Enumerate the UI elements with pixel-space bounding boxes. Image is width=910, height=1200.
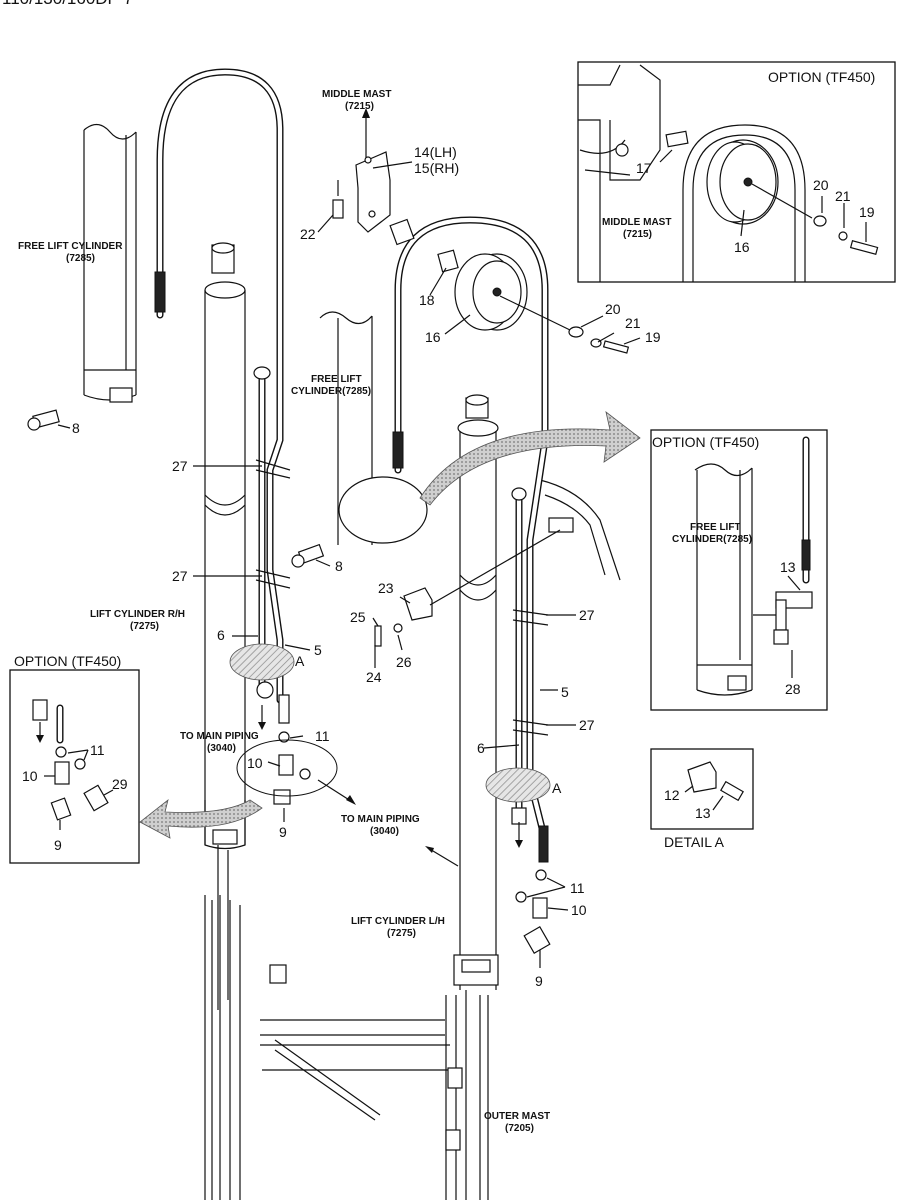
option-left-part-29: 29 <box>112 776 128 792</box>
option-box-top-right <box>577 61 896 283</box>
detail-a-part-13: 13 <box>695 805 711 821</box>
detail-a-caption: DETAIL A <box>664 834 725 850</box>
option-top-right-middle-mast-code: (7215) <box>623 229 652 240</box>
callout-6-right: 6 <box>477 740 485 756</box>
callout-27-b: 27 <box>172 568 188 584</box>
option-left-part-10: 10 <box>22 768 38 784</box>
option-top-right-part-21: 21 <box>835 188 851 204</box>
label-outer-mast-code: (7205) <box>505 1123 534 1134</box>
fittings <box>27 409 561 954</box>
callout-6-left: 6 <box>217 627 225 643</box>
callout-5-right: 5 <box>561 684 569 700</box>
option-left-part-9: 9 <box>54 837 62 853</box>
callout-10-right: 10 <box>571 902 587 918</box>
option-top-right-part-19: 19 <box>859 204 875 220</box>
callout-8-mid: 8 <box>335 558 343 574</box>
label-free-lift-2a: FREE LIFT <box>311 374 362 385</box>
detail-a-box <box>650 748 754 830</box>
arrow-to-option-left <box>139 798 263 839</box>
label-lift-cyl-rh-code: (7275) <box>130 621 159 632</box>
callout-11-right: 11 <box>570 880 585 896</box>
callout-22: 22 <box>300 226 316 242</box>
leader-lines <box>57 161 641 968</box>
option-top-right-middle-mast: MIDDLE MAST <box>602 217 671 228</box>
label-lift-cyl-lh-code: (7275) <box>387 928 416 939</box>
option-mid-right-free-lift-2: CYLINDER(7285) <box>672 534 752 545</box>
label-middle-mast: MIDDLE MAST <box>322 89 391 100</box>
hose-left-loop <box>154 68 284 704</box>
option-top-right-title: OPTION (TF450) <box>768 69 875 85</box>
free-lift-cylinder-left <box>83 123 137 403</box>
callout-27-a: 27 <box>172 458 188 474</box>
callout-14: 14(LH) <box>414 144 457 160</box>
callout-26: 26 <box>396 654 412 670</box>
callout-18: 18 <box>419 292 435 308</box>
option-top-right-part-20: 20 <box>813 177 829 193</box>
option-mid-right-free-lift-1: FREE LIFT <box>690 522 741 533</box>
option-left-title: OPTION (TF450) <box>14 653 121 669</box>
callout-10-left: 10 <box>247 755 263 771</box>
label-middle-mast-code: (7215) <box>345 101 374 112</box>
main-piping-zoom <box>236 739 338 797</box>
callout-23: 23 <box>378 580 394 596</box>
callout-9-right: 9 <box>535 973 543 989</box>
hose-left-inner <box>253 366 271 694</box>
label-marker-a-left: A <box>295 653 305 669</box>
label-to-main-piping-1-code: (3040) <box>207 743 236 754</box>
outer-mast <box>204 479 621 1200</box>
label-to-main-piping-2: TO MAIN PIPING <box>341 814 420 825</box>
label-free-lift-cylinder: FREE LIFT CYLINDER <box>18 241 123 252</box>
arrow-to-option-right <box>419 411 641 506</box>
detail-a-marker-left <box>229 643 295 681</box>
label-free-lift-code: (7285) <box>66 253 95 264</box>
callout-27-c: 27 <box>579 607 595 623</box>
clamps <box>255 459 549 736</box>
detail-a-part-12: 12 <box>664 787 680 803</box>
label-lift-cyl-lh: LIFT CYLINDER L/H <box>351 916 445 927</box>
label-lift-cyl-rh: LIFT CYLINDER R/H <box>90 609 185 620</box>
option-mid-right-part-28: 28 <box>785 681 801 697</box>
hose-middle-loop <box>392 216 549 844</box>
callout-21: 21 <box>625 315 641 331</box>
header-title: 110/130/160DF-7 <box>2 0 133 8</box>
callout-5-left: 5 <box>314 642 322 658</box>
label-to-main-piping-2-code: (3040) <box>370 826 399 837</box>
callout-16: 16 <box>425 329 441 345</box>
callout-8-left: 8 <box>72 420 80 436</box>
option-top-right-part-16: 16 <box>734 239 750 255</box>
callout-24: 24 <box>366 669 382 685</box>
option-top-right-part-17: 17 <box>636 160 652 176</box>
callout-11-left: 11 <box>315 728 330 744</box>
callout-19: 19 <box>645 329 661 345</box>
label-to-main-piping-1: TO MAIN PIPING <box>180 731 259 742</box>
callout-20: 20 <box>605 301 621 317</box>
option-box-left <box>9 669 140 864</box>
detail-a-marker-right <box>485 767 551 803</box>
free-lift-cylinder-middle <box>319 311 428 545</box>
callout-25: 25 <box>350 609 366 625</box>
option-box-mid-right <box>650 429 828 711</box>
option-left-part-11: 11 <box>90 742 105 758</box>
label-outer-mast: OUTER MAST <box>484 1111 550 1122</box>
callout-15: 15(RH) <box>414 160 459 176</box>
callout-9-left: 9 <box>279 824 287 840</box>
option-mid-right-part-13: 13 <box>780 559 796 575</box>
callout-27-d: 27 <box>579 717 595 733</box>
label-marker-a-right: A <box>552 780 562 796</box>
label-free-lift-2b: CYLINDER(7285) <box>291 386 371 397</box>
lift-cylinder-rh <box>204 242 246 850</box>
hose-right-inner <box>511 487 549 863</box>
lift-cylinder-lh <box>453 394 499 990</box>
option-mid-right-title: OPTION (TF450) <box>652 434 759 450</box>
pulley-assembly <box>332 108 630 354</box>
